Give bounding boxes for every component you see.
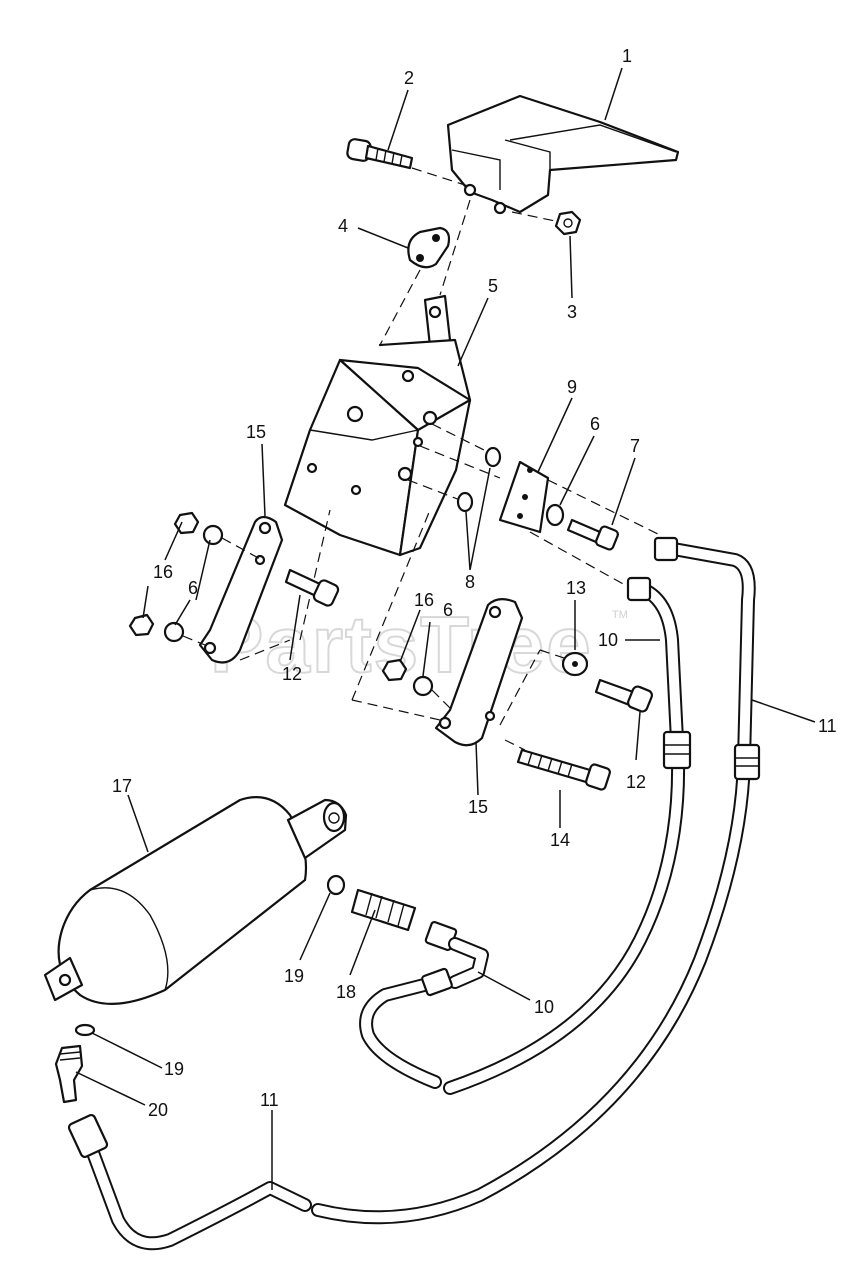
nut-16-left-top xyxy=(173,511,200,535)
callout-1: 1 xyxy=(622,46,632,66)
callout-9: 9 xyxy=(567,377,577,397)
callout-3: 3 xyxy=(567,302,577,322)
callout-16-right: 16 xyxy=(414,590,434,610)
washers-8 xyxy=(456,446,502,513)
callout-11-bottom: 11 xyxy=(260,1090,279,1110)
callout-12-right: 12 xyxy=(626,772,646,792)
callout-15-left: 15 xyxy=(246,422,266,442)
callout-19-lower: 19 xyxy=(164,1059,184,1079)
fuel-line-10 xyxy=(359,576,692,1095)
watermark-trademark: TM xyxy=(612,609,628,621)
bolt-12-left xyxy=(284,568,340,607)
bracket-15-right xyxy=(434,598,524,747)
callout-labels: 1 2 3 4 5 6 7 8 9 15 16 6 12 16 6 13 10 … xyxy=(112,46,837,1120)
bolt-7 xyxy=(566,518,619,551)
bracket-plate xyxy=(446,94,680,215)
bracket-15-left xyxy=(198,515,284,664)
bracket-9 xyxy=(498,460,550,534)
washer-6-left-top xyxy=(202,524,224,546)
callout-12-left: 12 xyxy=(282,664,302,684)
fuel-line-11 xyxy=(67,536,761,1251)
callout-6-upper: 6 xyxy=(590,414,600,434)
callout-14: 14 xyxy=(550,830,570,850)
callout-8: 8 xyxy=(465,572,475,592)
callout-11-right: 11 xyxy=(818,716,837,736)
washer-13 xyxy=(561,651,589,677)
callout-15-right: 15 xyxy=(468,797,488,817)
callout-16-left: 16 xyxy=(153,562,173,582)
callout-17: 17 xyxy=(112,776,132,796)
elbow-fitting-20 xyxy=(54,1044,84,1104)
bolt-14 xyxy=(516,748,611,791)
callout-10-upper: 10 xyxy=(598,630,618,650)
washer-6-right-bracket xyxy=(412,675,434,697)
callout-13: 13 xyxy=(566,578,586,598)
nut-16-right xyxy=(381,658,408,682)
washer-6-right xyxy=(545,503,565,527)
fuel-pump-17 xyxy=(43,796,348,1005)
callout-6-left: 6 xyxy=(188,578,198,598)
washer-19-lower xyxy=(74,1023,96,1037)
leader-lines xyxy=(75,67,816,1190)
washer-19-upper xyxy=(326,874,346,896)
nut-16-left-bottom xyxy=(128,613,155,637)
callout-7: 7 xyxy=(630,436,640,456)
nut-3 xyxy=(554,210,582,236)
callout-19-upper: 19 xyxy=(284,966,304,986)
callout-6-right: 6 xyxy=(443,600,453,620)
washer-6-left-bottom xyxy=(163,621,185,643)
callout-10-lower: 10 xyxy=(534,997,554,1017)
callout-20: 20 xyxy=(148,1100,168,1120)
link-4 xyxy=(407,226,451,269)
callout-18: 18 xyxy=(336,982,356,1002)
bolt-12-right xyxy=(594,678,653,713)
callout-4: 4 xyxy=(338,216,348,236)
fitting-10-lower xyxy=(421,920,489,997)
fitting-18 xyxy=(350,888,417,932)
callout-2: 2 xyxy=(404,68,414,88)
bolt-2 xyxy=(346,138,414,170)
callout-5: 5 xyxy=(488,276,498,296)
solenoid-5 xyxy=(283,294,472,557)
